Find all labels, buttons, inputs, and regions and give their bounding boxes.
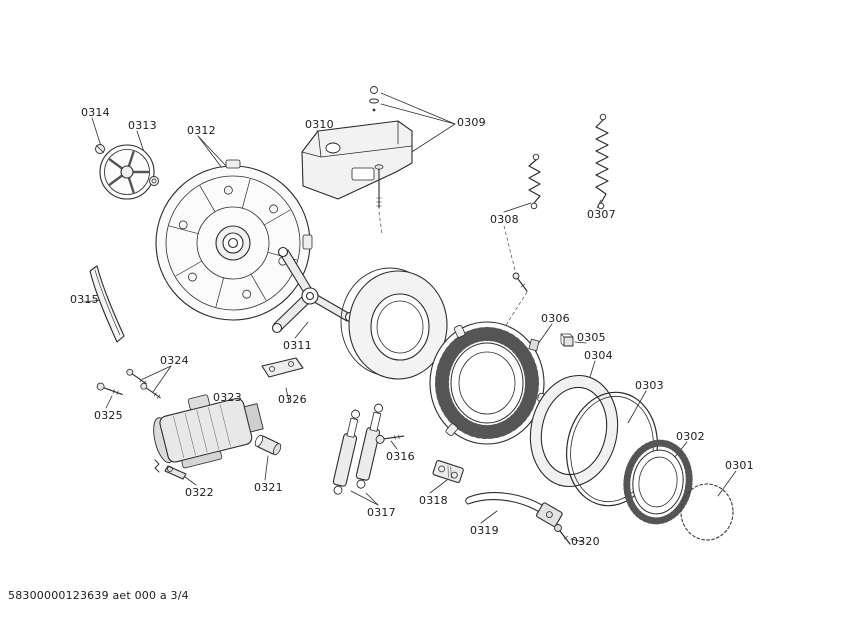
part-label-0304: 0304 <box>584 349 613 362</box>
part-label-0314: 0314 <box>81 106 110 119</box>
part-label-0303: 0303 <box>635 379 664 392</box>
part-screw-0316 <box>375 434 405 444</box>
part-spider-bracket <box>271 246 356 334</box>
part-pulley-screw <box>95 144 105 154</box>
part-label-0310: 0310 <box>305 118 334 131</box>
part-label-0318: 0318 <box>419 494 448 507</box>
part-v-belt <box>89 265 125 343</box>
part-tub-rear-housing <box>155 159 313 321</box>
part-label-0326: 0326 <box>278 393 307 406</box>
leader-lines <box>83 92 737 543</box>
part-label-0301: 0301 <box>725 459 754 472</box>
part-label-0305: 0305 <box>577 331 606 344</box>
part-bracket <box>432 460 464 484</box>
part-label-0325: 0325 <box>94 409 123 422</box>
part-label-0311: 0311 <box>283 339 312 352</box>
part-label-0312: 0312 <box>187 124 216 137</box>
part-label-0324: 0324 <box>160 354 189 367</box>
part-label-0323: 0323 <box>213 391 242 404</box>
part-counterweight-bolt <box>374 164 384 209</box>
part-label-0319: 0319 <box>470 524 499 537</box>
part-clip <box>528 338 540 352</box>
part-lever <box>154 459 187 480</box>
part-tub-screw <box>512 272 528 292</box>
part-shock-absorbers <box>332 403 383 495</box>
document-id-footer: 58300000123639 aet 000 a 3/4 <box>8 589 189 602</box>
part-label-0316: 0316 <box>386 450 415 463</box>
part-label-0321: 0321 <box>254 481 283 494</box>
part-drum-front <box>340 267 448 380</box>
part-ring-serrated <box>623 439 693 525</box>
part-gasket <box>680 483 734 541</box>
part-label-0308: 0308 <box>490 213 519 226</box>
part-heating-element <box>465 492 563 527</box>
part-label-0317: 0317 <box>367 506 396 519</box>
part-washer-stack <box>369 86 379 112</box>
part-label-0315: 0315 <box>70 293 99 306</box>
part-label-0309: 0309 <box>457 116 486 129</box>
part-screw-0325 <box>96 382 123 395</box>
part-label-0322: 0322 <box>185 486 214 499</box>
part-label-0320: 0320 <box>571 535 600 548</box>
part-bushing <box>254 434 282 456</box>
part-spring-left <box>528 153 541 210</box>
part-label-0302: 0302 <box>676 430 705 443</box>
part-motor-screws <box>126 368 161 399</box>
part-spring-right <box>595 113 609 210</box>
part-counterweight <box>301 120 413 200</box>
part-screw-0320 <box>554 524 571 545</box>
part-plate <box>261 357 304 378</box>
part-cube <box>560 333 574 347</box>
part-label-0307: 0307 <box>587 208 616 221</box>
part-label-0313: 0313 <box>128 119 157 132</box>
part-motor <box>153 394 264 469</box>
part-pulley <box>99 144 159 200</box>
part-label-0306: 0306 <box>541 312 570 325</box>
